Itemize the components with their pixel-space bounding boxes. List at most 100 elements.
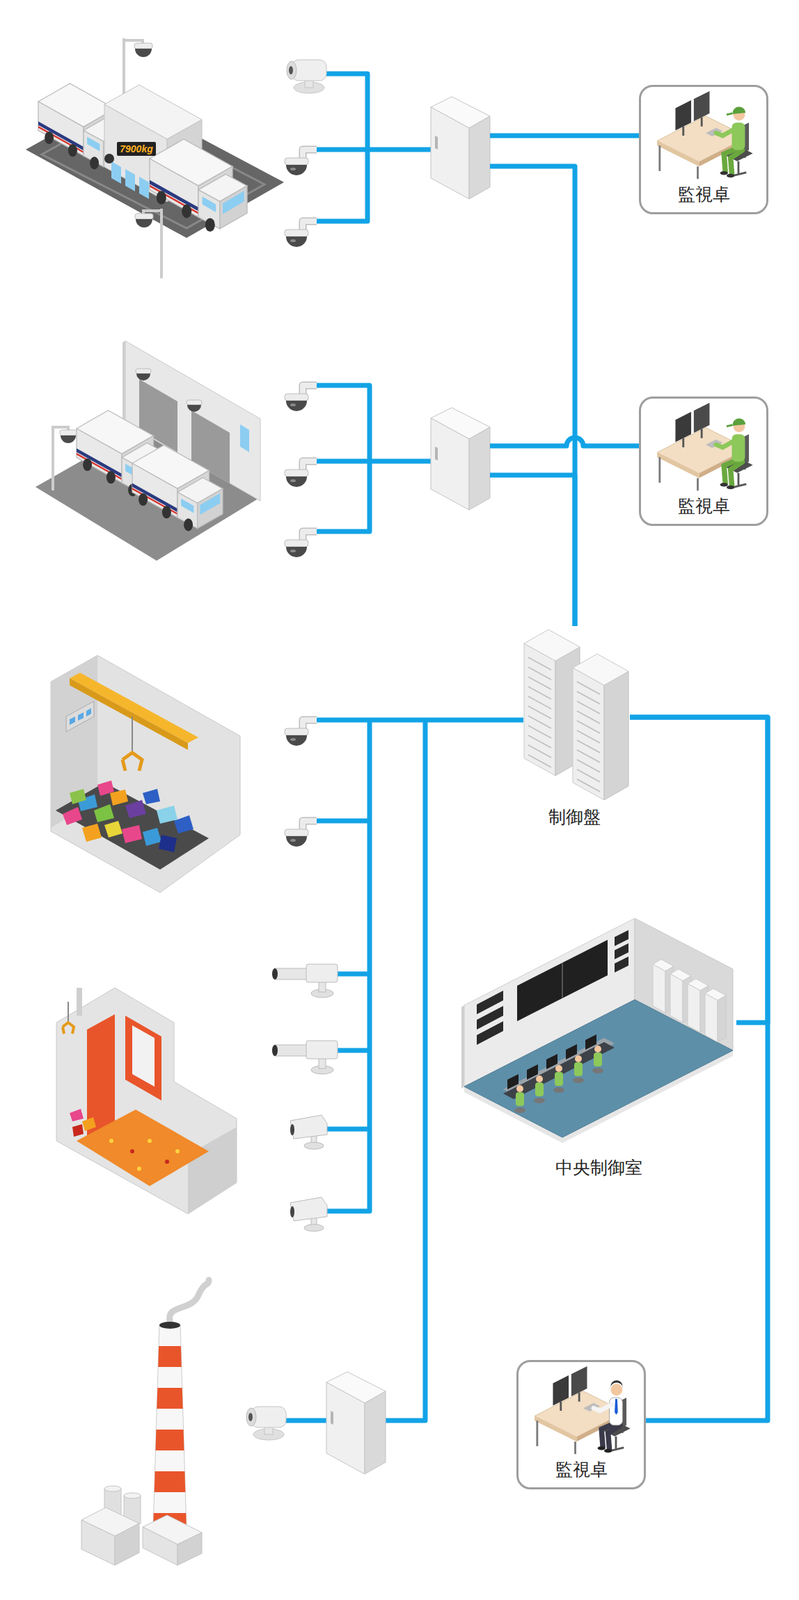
plant-illustration — [284, 149, 317, 176]
refuse-pit — [142, 828, 162, 847]
refuse-pit — [69, 673, 199, 744]
operator-desk-icon — [609, 1398, 623, 1427]
operator-desk-icon — [593, 1405, 612, 1412]
chimney — [123, 1493, 141, 1500]
camera-cable — [286, 73, 524, 1422]
refuse-pit — [93, 804, 115, 823]
node-label-group: 監視卓 — [641, 184, 767, 206]
incinerator — [56, 988, 237, 1215]
control-room-illustration — [503, 1038, 615, 1096]
plant-illustration — [272, 964, 338, 999]
refuse-pit — [158, 835, 177, 853]
operator-desk-icon — [658, 457, 661, 484]
refuse-pit — [69, 716, 76, 726]
incinerator — [130, 1149, 135, 1154]
operator-desk-icon — [732, 106, 746, 114]
refuse-pit — [69, 789, 87, 805]
operator-desk-icon — [726, 485, 735, 490]
plant-illustration — [430, 96, 490, 200]
network-cable — [489, 437, 639, 627]
refuse-pit — [104, 821, 123, 838]
control-room-illustration — [515, 1092, 525, 1107]
operator-desk-icon — [608, 1426, 621, 1450]
operator-desk-icon — [534, 1417, 577, 1443]
camera-cable — [316, 819, 370, 825]
chimney — [169, 1280, 209, 1321]
control-room-illustration — [514, 1046, 604, 1114]
equipment-node: 中央制御室 — [461, 918, 737, 1180]
control-panel-rack — [528, 657, 552, 768]
refuse-pit — [121, 825, 142, 844]
chimney — [114, 1524, 140, 1566]
operator-desk-icon — [700, 117, 703, 127]
control-room-illustration — [652, 959, 726, 1043]
chimney — [157, 1346, 182, 1368]
equipment-node: 制御盤 — [518, 626, 630, 829]
operator-desk-icon — [657, 141, 699, 168]
weighing-station — [122, 38, 126, 101]
control-room-illustration — [533, 1098, 545, 1104]
camera-cable — [385, 720, 426, 1422]
camera-cable — [337, 972, 370, 978]
operator-desk-icon — [614, 1399, 619, 1416]
incinerator — [164, 1160, 170, 1165]
operator-desk-icon — [726, 113, 733, 115]
control-room-illustration — [670, 974, 683, 1024]
operator-desk-icon — [657, 453, 699, 479]
chimney — [177, 1533, 202, 1566]
node-label: 監視卓 — [641, 496, 767, 518]
camera-cable — [327, 1127, 370, 1133]
operator-desk-icon — [610, 1384, 623, 1397]
incinerator — [56, 988, 237, 1215]
operator-desk-icon — [732, 434, 746, 463]
control-room-illustration — [561, 963, 564, 999]
plant-illustration — [290, 1197, 328, 1232]
truck-garage — [35, 341, 261, 561]
operator-desk-icon — [726, 173, 735, 179]
incinerator — [187, 1127, 237, 1215]
control-room-illustration — [614, 930, 629, 947]
control-room-illustration — [461, 1005, 465, 1090]
control-panel-rack — [524, 629, 580, 777]
control-panel-rack — [604, 671, 629, 801]
operator-desk-icon — [732, 418, 746, 426]
weighing-station — [25, 38, 284, 279]
operator-desk-icon — [720, 483, 729, 488]
control-panel-rack — [576, 682, 600, 793]
control-room-illustration — [535, 1082, 544, 1097]
operator-desk-icon — [716, 441, 735, 448]
incinerator — [109, 1139, 114, 1144]
monitoring-desk: 監視卓 — [638, 396, 769, 527]
operator-desk-icon — [737, 473, 740, 486]
truck-garage — [60, 435, 76, 444]
weighing-station — [104, 153, 115, 164]
node-label-group: 制御盤 — [518, 807, 630, 829]
plant-illustration — [272, 1041, 338, 1075]
camera-cable — [316, 147, 431, 153]
refuse-pit — [173, 815, 194, 834]
control-panel-rack — [572, 654, 629, 801]
operator-desk-icon — [559, 1402, 562, 1412]
operator-desk-icon — [535, 1421, 539, 1447]
refuse-pit — [50, 655, 241, 893]
control-room-illustration — [593, 1053, 603, 1067]
operator-desk-icon — [519, 1365, 643, 1458]
refuse-pit — [82, 824, 102, 843]
incinerator — [125, 1016, 162, 1102]
operator-desk-icon — [615, 1437, 618, 1450]
camera-cable — [286, 1419, 327, 1425]
operator-desk-icon — [675, 100, 692, 131]
network-cable — [489, 135, 639, 627]
node-label-group: 監視卓 — [518, 1460, 644, 1482]
node-label: 制御盤 — [518, 807, 630, 829]
operator-desk-icon — [552, 1375, 569, 1406]
control-room-illustration — [503, 1042, 615, 1100]
camera-cable — [316, 718, 524, 724]
refuse-pit — [122, 753, 142, 772]
refuse-pit — [77, 712, 84, 722]
plant-illustration — [284, 531, 317, 558]
node-label: 監視卓 — [641, 184, 767, 206]
control-room-illustration — [592, 1068, 604, 1074]
